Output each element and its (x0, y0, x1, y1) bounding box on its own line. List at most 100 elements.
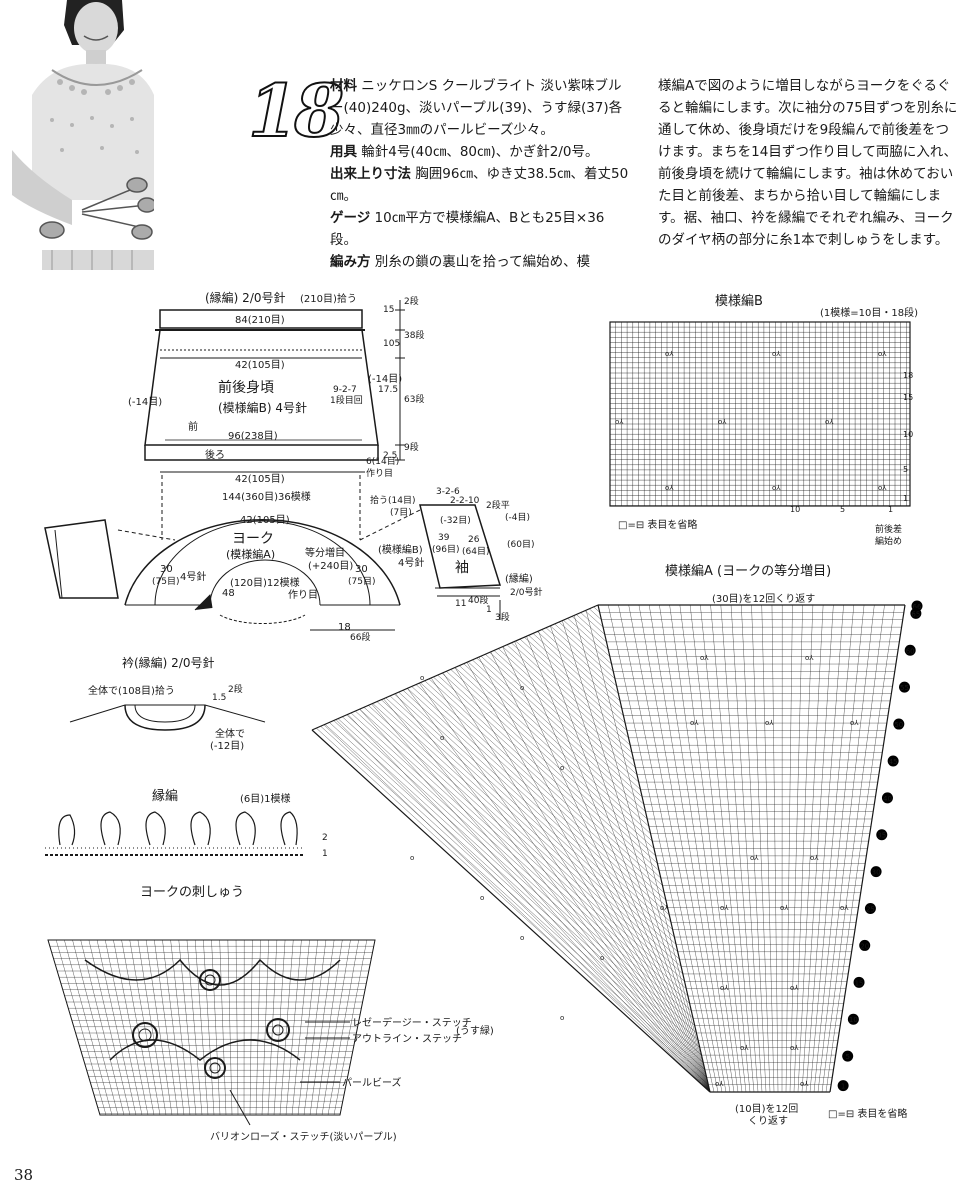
sleeve-h60: (60目) (507, 539, 534, 550)
yoke-pattern: (模様編A) (226, 547, 275, 561)
h-15: 15 (383, 305, 394, 315)
width-42-top: 42(105目) (235, 360, 285, 371)
chart-a-row-number: 1 (841, 1083, 845, 1091)
stitch-symbol: ο⅄ (665, 350, 674, 358)
materials-label: 材料 (330, 78, 357, 94)
sleeve-h1: 1 (486, 605, 492, 615)
stitch-symbol: ο⅄ (665, 484, 674, 492)
hem-title: (縁編) 2/0号針 (205, 290, 286, 305)
method-label: 編み方 (330, 254, 371, 270)
chart-a-row-marker (899, 681, 910, 693)
method-block: 様編Aで図のように増目しながらヨークをぐるぐると輪編にします。次に袖分の75目ず… (658, 75, 958, 251)
materials-text: ニッケロンS クールブライト 淡い紫味ブルー(40)240g、淡いパープル(39… (330, 78, 623, 138)
chart-b-start-2: 編始め (875, 535, 902, 547)
green-label: (うす緑) (456, 1024, 494, 1037)
yoke-inner-2: 作り目 (288, 589, 318, 601)
outline-label: アウトライン・ステッチ (352, 1033, 462, 1045)
edging-labels: 縁編 (6目)1模様 2 1 (152, 788, 328, 859)
method-text-start: 別糸の鎖の裏山を拾って編始め、模 (374, 254, 591, 270)
chart-a-row-marker (876, 829, 888, 841)
gauge-label: ゲージ (330, 210, 371, 226)
h-9dan: 9段 (404, 441, 419, 453)
chart-a-row-number: 30 (872, 869, 881, 877)
dec-left: (-14目) (128, 397, 162, 408)
stitch-symbol: ο⅄ (878, 484, 887, 492)
chart-a-row-marker (887, 755, 899, 767)
model-photo (12, 0, 154, 270)
chart-a-row-number: 40 (883, 795, 892, 803)
stitch-symbol: ο (440, 734, 444, 742)
edging-diagram (45, 811, 305, 856)
chart-a-row-number: 65 (911, 610, 920, 618)
chart-a-row-marker (893, 718, 905, 730)
chart-b-row18: 18 (903, 371, 913, 380)
stitch-symbol: ο (480, 894, 484, 902)
stitch-symbol: ο⅄ (825, 418, 834, 426)
collar-pickup: 全体で(108目)拾う (88, 684, 175, 697)
left-sleeve-stub (44, 519, 119, 599)
h-38dan: 38段 (404, 329, 424, 341)
sleeve-dec-32: (-32目) (440, 515, 471, 526)
chart-a-row-number: 66 (913, 603, 922, 611)
collar-labels: 衿(縁編) 2/0号針 全体で(108目)拾う 1.5 2段 全体で (-12目… (88, 655, 245, 752)
h-175: 17.5 (378, 385, 398, 395)
stitch-symbol: ο⅄ (800, 1080, 809, 1088)
sleeve-diagram (419, 504, 502, 620)
chart-a-row-marker (842, 1050, 854, 1062)
body-labels: (縁編) 2/0号針 (210目)拾う 84(210目) 42(105目) 前後… (128, 290, 424, 485)
stitch-symbol: ο (560, 1014, 564, 1022)
h-63dan: 63段 (404, 393, 424, 405)
edging-row1: 1 (322, 849, 328, 859)
beads-label: パールビーズ (342, 1076, 402, 1089)
chart-b-repeat: (1模様=10目・18段) (820, 306, 918, 319)
collar-dec: 全体で (215, 727, 245, 740)
size-label: 出来上り寸法 (330, 166, 411, 182)
yoke-increase: 等分増目 (305, 546, 345, 559)
yoke-depth-dan: 66段 (350, 631, 370, 643)
collar-h15: 1.5 (212, 693, 226, 703)
chart-a-row-number: 45 (889, 758, 898, 766)
chart-a-top-repeat: (30目)を12回くり返す (712, 593, 815, 605)
yoke-title: ヨーク (232, 531, 274, 547)
chart-a-title: 模様編A (ヨークの等分増目) (665, 563, 831, 579)
edging-row2: 2 (322, 833, 328, 843)
chart-b-legend: □=⊟ 表目を省略 (618, 518, 697, 531)
chart-a-row-marker (847, 1013, 859, 1025)
stitch-symbol: ο⅄ (700, 654, 709, 662)
stitch-symbol: ο⅄ (690, 719, 699, 727)
stitch-symbol: ο⅄ (790, 1044, 799, 1052)
collar-dec-2: (-12目) (210, 741, 244, 752)
sleeve-labels: 拾う (14目) (7目) 3-2-6 2-2-10 2段平 (-32目) (-… (370, 487, 543, 623)
label-front: 前 (188, 420, 198, 433)
chart-b-col5: 5 (840, 505, 845, 514)
stitch-symbol: ο⅄ (805, 654, 814, 662)
dec-rule-2: 1段目回 (330, 394, 363, 406)
width-42-bottom: 42(105目) (235, 474, 285, 485)
gauge-text: 10㎝平方で模様編A、Bとも25目×36段。 (330, 210, 605, 248)
sleeve-w26: 26 (468, 535, 480, 545)
sleeve-h40dan: 40段 (468, 594, 488, 606)
tools-text: 輪針4号(40㎝、80㎝)、かぎ針2/0号。 (361, 144, 599, 160)
chart-b-row5: 5 (903, 465, 908, 474)
method-text-cont: 様編Aで図のように増目しながらヨークをぐるぐると輪編にします。次に袖分の75目ず… (658, 78, 958, 248)
chart-a-row-number: 55 (900, 684, 909, 692)
chart-a-row-number: 5 (845, 1053, 849, 1061)
sleeve-rule-3: 2段平 (486, 499, 510, 511)
size-text: 胸囲96㎝、ゆき丈38.5㎝、着丈50㎝。 (330, 166, 629, 204)
chart-a-labels: 模様編A (ヨークの等分増目) (30目)を12回くり返す (10目)を12回 … (665, 563, 923, 1127)
chart-a-row-marker (853, 976, 865, 988)
stitch-symbol: ο⅄ (740, 1044, 749, 1052)
gusset-right-2: 作り目 (366, 467, 393, 479)
stitch-symbol: ο⅄ (878, 350, 887, 358)
chart-a-row-marker (870, 866, 882, 878)
sleeve-rule-1: 3-2-6 (436, 487, 460, 497)
stitch-symbol: ο (560, 764, 564, 772)
yoke-side-left-2: (75目) (152, 576, 179, 587)
collar-h2dan: 2段 (228, 683, 243, 695)
chart-b-row15: 15 (903, 393, 913, 402)
stitch-symbol: ο⅄ (715, 1080, 724, 1088)
chart-b-col10: 10 (790, 505, 800, 514)
sleeve-edge-needle: 2/0号針 (510, 586, 543, 598)
bullion-label: バリオンローズ・ステッチ(淡いパープル) (210, 1130, 397, 1143)
